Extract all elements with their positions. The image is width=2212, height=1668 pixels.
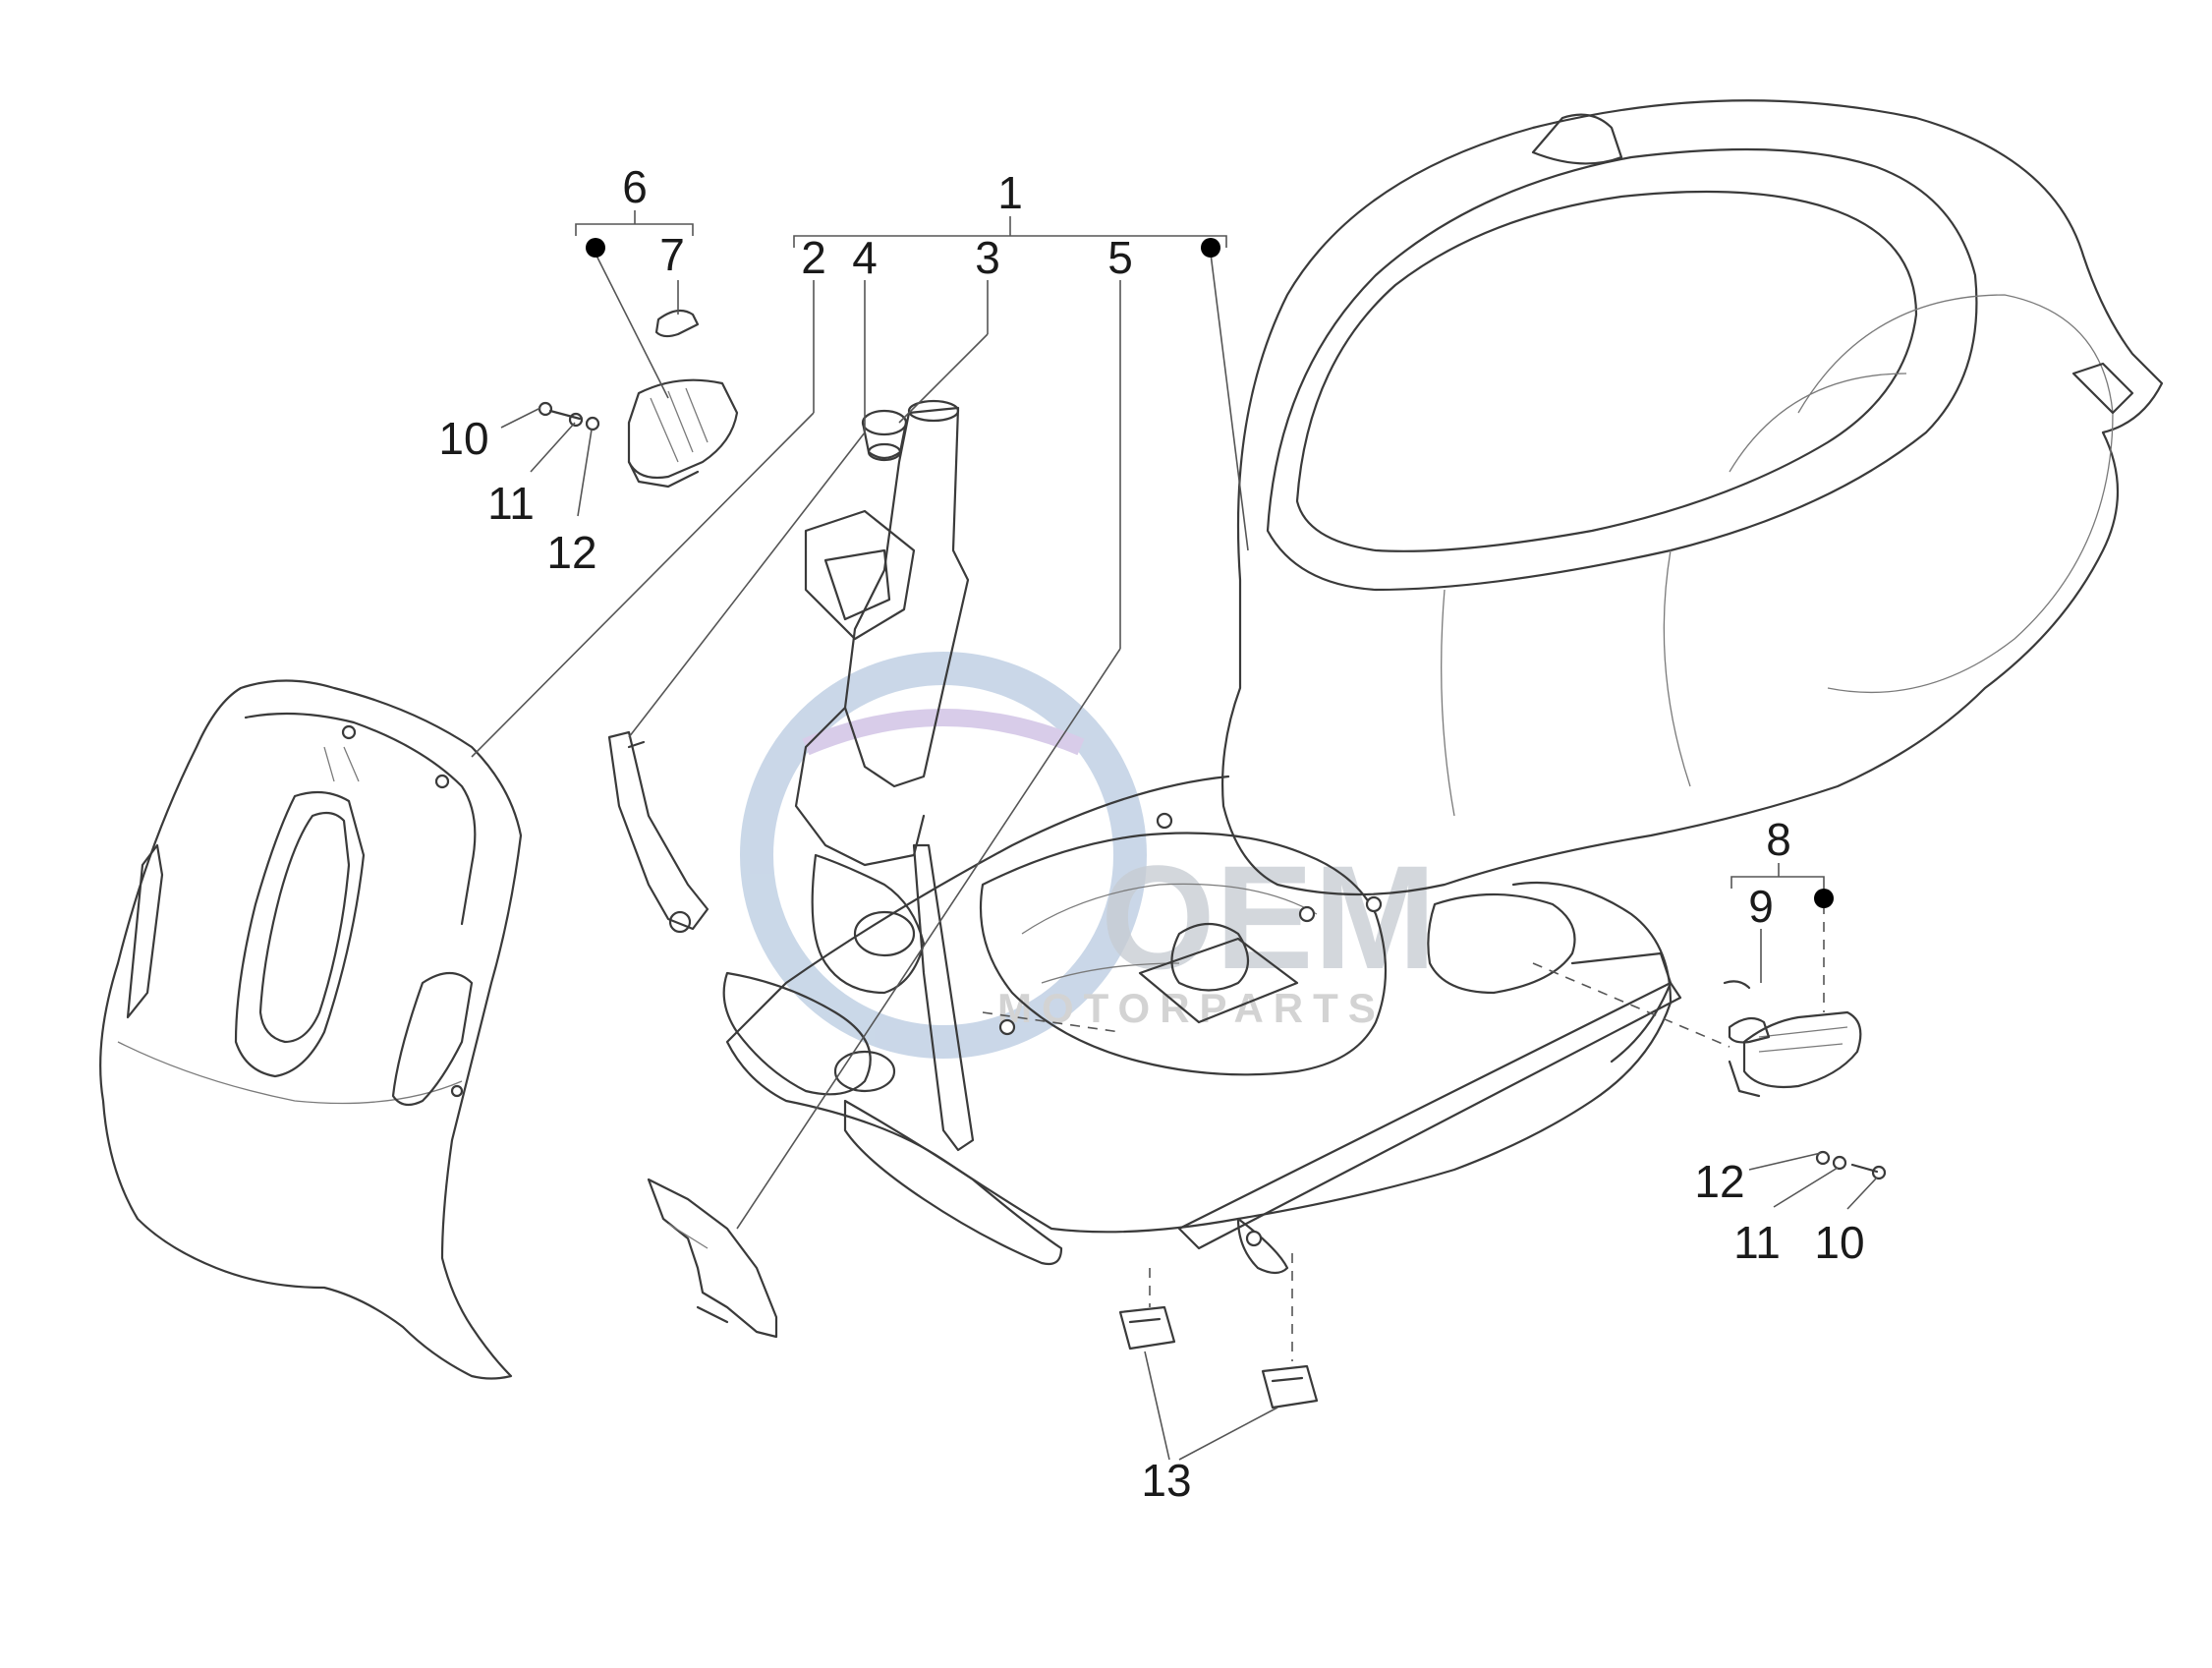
plugs-part-13 <box>1118 1305 1319 1409</box>
watermark-subtitle: MOTORPARTS <box>997 985 1386 1031</box>
bullet-marker-6 <box>586 238 605 258</box>
callout-13: 13 <box>1141 1455 1191 1506</box>
left-footrest-assembly <box>538 309 739 489</box>
body-shell <box>722 99 2164 1275</box>
callout-12-left: 12 <box>546 527 596 578</box>
right-footrest-assembly <box>1723 980 1887 1180</box>
callout-2: 2 <box>801 232 826 283</box>
callout-1: 1 <box>997 167 1023 218</box>
cover-part-5 <box>647 1178 778 1339</box>
leader-lines <box>471 210 1878 1461</box>
callout-9: 9 <box>1748 881 1774 932</box>
watermark-brand: OEM <box>1101 834 1437 1000</box>
callout-4: 4 <box>852 232 878 283</box>
callout-7: 7 <box>659 229 685 280</box>
bullet-marker-1 <box>1201 238 1220 258</box>
callout-10-left: 10 <box>438 413 488 464</box>
watermark-globe-icon <box>740 652 1147 1059</box>
callout-8: 8 <box>1766 814 1791 865</box>
leg-shield-part-2 <box>99 679 523 1380</box>
bracket-part-4 <box>607 730 709 934</box>
callout-11-left: 11 <box>487 478 535 529</box>
callout-5: 5 <box>1107 232 1133 283</box>
callout-3: 3 <box>975 232 1000 283</box>
steering-column <box>794 399 975 1152</box>
callout-12-right: 12 <box>1694 1156 1744 1207</box>
callout-11-right: 11 <box>1733 1217 1781 1268</box>
bullet-marker-8 <box>1814 889 1834 908</box>
watermark-logo: OEM MOTORPARTS <box>740 652 1437 1059</box>
grommet-part-3 <box>861 409 908 462</box>
callout-6: 6 <box>622 161 648 212</box>
callout-10-right: 10 <box>1814 1217 1864 1268</box>
